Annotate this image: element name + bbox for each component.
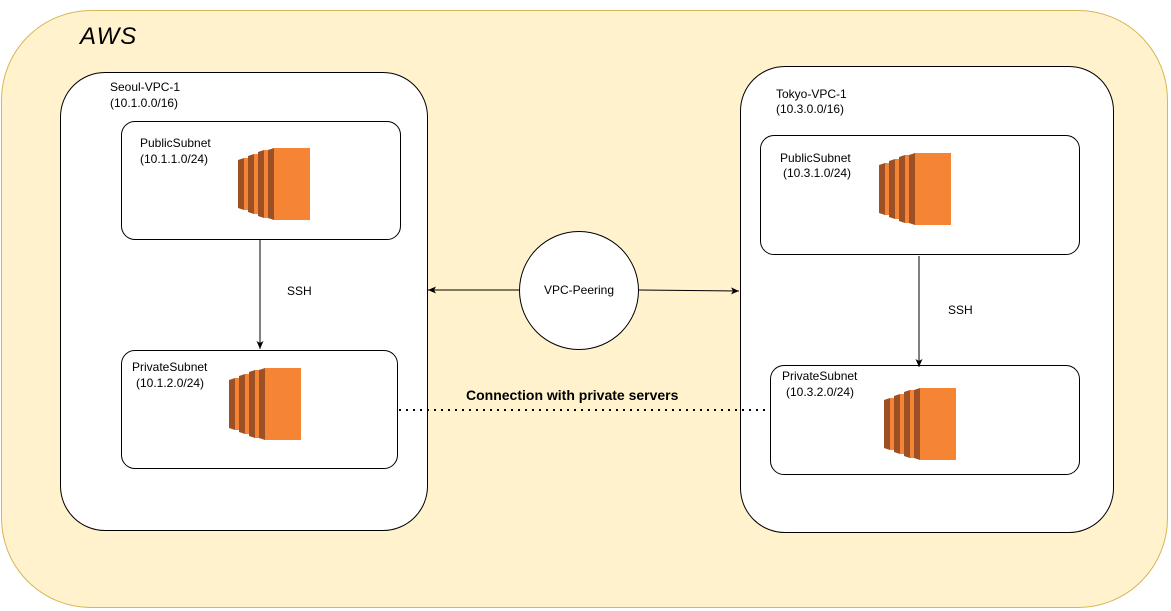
subnet-seoul-private-name: PrivateSubnet (132, 360, 208, 374)
ec2-instance-icon (879, 153, 951, 225)
subnet-tokyo-private-cidr: (10.3.2.0/24) (786, 385, 855, 399)
ec2-instance-icon (884, 388, 956, 460)
ssh-label-tokyo: SSH (948, 303, 973, 317)
vpc-seoul-cidr: (10.1.0.0/16) (110, 96, 179, 110)
subnet-seoul-private-cidr: (10.1.2.0/24) (136, 376, 205, 390)
subnet-tokyo-public-cidr: (10.3.1.0/24) (783, 166, 852, 180)
ec2-instance-icon (238, 148, 310, 220)
subnet-tokyo-private-name: PrivateSubnet (782, 369, 858, 383)
vpc-peering-label: VPC-Peering (543, 283, 615, 297)
subnet-seoul-public-cidr: (10.1.1.0/24) (140, 152, 209, 166)
vpc-peering-node[interactable]: VPC-Peering (519, 231, 639, 350)
vpc-seoul-name: Seoul-VPC-1 (110, 80, 181, 94)
vpc-tokyo-name: Tokyo-VPC-1 (776, 87, 847, 101)
subnet-seoul-public-name: PublicSubnet (140, 136, 211, 150)
private-connection-label: Connection with private servers (466, 387, 679, 403)
peering-arrow-right (638, 287, 740, 295)
ec2-instance-icon (229, 368, 301, 440)
aws-title: AWS (80, 23, 138, 50)
ssh-label-seoul: SSH (287, 284, 312, 298)
vpc-tokyo-cidr: (10.3.0.0/16) (776, 102, 845, 116)
subnet-tokyo-public-name: PublicSubnet (780, 151, 851, 165)
